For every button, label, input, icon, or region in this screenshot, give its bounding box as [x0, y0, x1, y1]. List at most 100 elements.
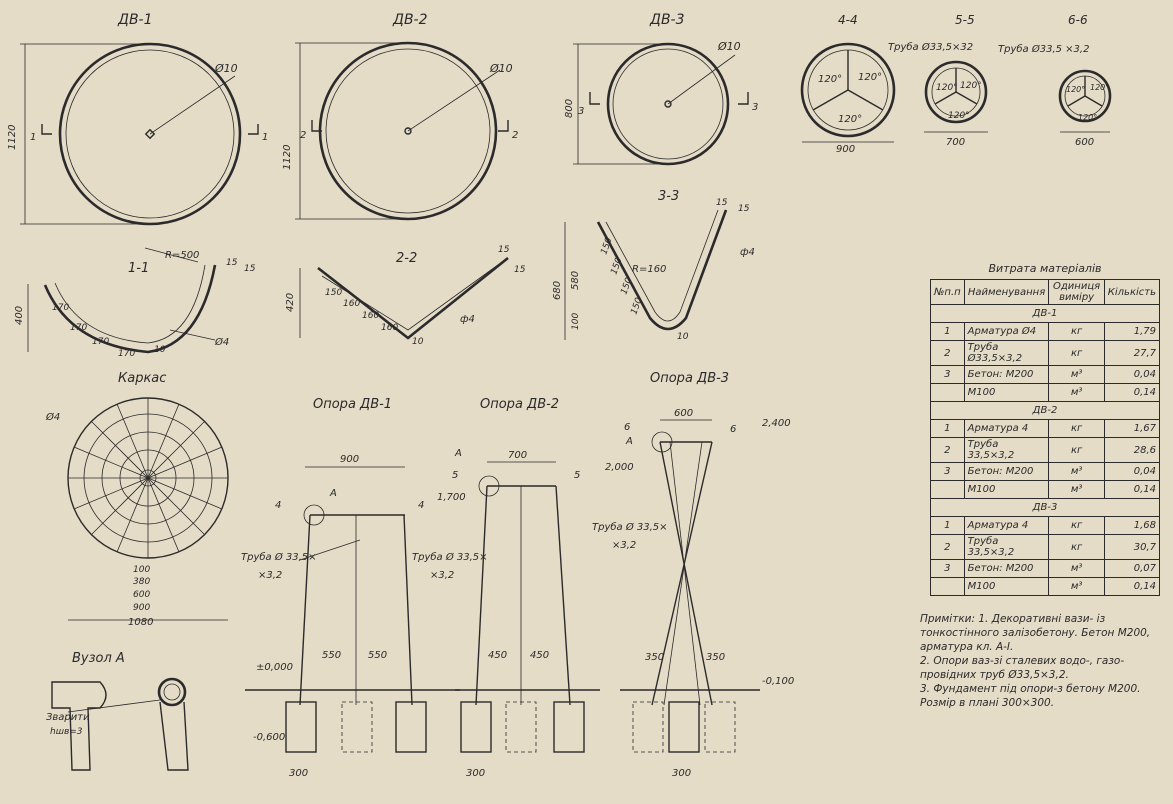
opora3-e100: -0,100	[762, 676, 794, 687]
section-22: 2-2 420 150 160 160 160 15 15 10 ф4	[285, 245, 526, 347]
section-44: 4-4 120° 120° 120° 900	[800, 13, 896, 155]
s22-160b: 160	[362, 311, 379, 321]
dv1-dim-1120: 1120	[7, 125, 18, 150]
table-cell: кг	[1048, 322, 1105, 341]
table-cell: 3	[930, 365, 965, 384]
karkas-900: 900	[133, 603, 150, 613]
label-s55: 5-5	[955, 13, 975, 27]
materials-table-title: Витрата матеріалів	[988, 262, 1102, 275]
karkas-1080: 1080	[128, 617, 153, 628]
table-header-row: №п.п Найменування Одиниця виміру Кількіс…	[930, 279, 1161, 305]
vuzol-weld-b: hшв=3	[50, 727, 83, 737]
opora2-2000: 2,000	[605, 462, 634, 473]
label-vuzol: Вузол А	[72, 651, 125, 666]
karkas-d4: Ø4	[45, 411, 60, 423]
opora2-5b: 5	[574, 470, 580, 481]
s55-a2: 120°	[960, 81, 982, 91]
opora1-550b: 550	[368, 650, 387, 661]
opora3-2400: 2,400	[762, 418, 791, 429]
table-cell: Арматура Ø4	[963, 322, 1050, 341]
opora1-550a: 550	[322, 650, 341, 661]
opora3-600: 600	[674, 408, 693, 419]
s66-a1: 120°	[1066, 85, 1085, 94]
table-group-row: ДВ-1	[930, 304, 1160, 323]
table-cell: м³	[1048, 559, 1105, 578]
table-cell: м³	[1048, 383, 1105, 402]
s66-a3: 120°	[1078, 113, 1097, 122]
s11-d15b: 15	[244, 264, 256, 274]
table-cell: Труба 33,5×3,2	[963, 437, 1050, 463]
s33-15a: 15	[716, 198, 728, 208]
label-dv3: ДВ-3	[649, 12, 685, 28]
s11-d15a: 15	[226, 258, 238, 268]
s11-r500: R=500	[165, 250, 199, 261]
karkas-100: 100	[133, 565, 150, 575]
notes-block: Примітки: 1. Декоративні вази- із тонкос…	[920, 612, 1160, 710]
opora1-1700: 1,700	[437, 492, 466, 503]
table-cell: Труба Ø33,5×3,2	[963, 340, 1050, 366]
note-3: 3. Фундамент під опори-з бетону М200. Ро…	[920, 683, 1144, 709]
table-cell: кг	[1048, 437, 1105, 463]
s33-d4: ф4	[740, 247, 755, 258]
opora1-4a: 4	[275, 500, 281, 511]
plan-dv3: ДВ-3 Ø10 800 3 3	[564, 12, 758, 166]
opora1-4b: 4	[418, 500, 424, 511]
opora2-450a: 450	[488, 650, 507, 661]
table-cell: м³	[1048, 365, 1105, 384]
materials-table-block: Витрата матеріалів №п.п Найменування Оди…	[930, 262, 1161, 596]
table-cell: М100	[963, 577, 1050, 596]
table-cell: 2	[930, 437, 965, 463]
label-s66: 6-6	[1068, 13, 1088, 27]
section-55: 5-5 Труба Ø33,5×32 120° 120° 120° 700	[888, 13, 988, 148]
dv2-dim-d10: Ø10	[489, 62, 513, 75]
label-s33: 3-3	[658, 189, 679, 204]
s55-pipe: Труба Ø33,5×32	[888, 41, 973, 53]
table-cell	[930, 383, 965, 402]
opora1-pipe-a: Труба Ø 33,5×	[241, 551, 317, 563]
s11-d400: 400	[14, 306, 25, 325]
opora2-300: 300	[466, 768, 485, 779]
opora3-300: 300	[672, 768, 691, 779]
label-karkas: Каркас	[118, 371, 166, 386]
table-cell: Арматура 4	[963, 419, 1050, 438]
opora3-pipe-b: ×3,2	[612, 540, 636, 551]
table-cell: 28,6	[1103, 437, 1161, 463]
opora2-pipe-a: Труба Ø 33,5×	[412, 551, 488, 563]
table-cell: Арматура 4	[963, 516, 1050, 535]
table-cell: 1	[930, 322, 965, 341]
karkas: Каркас Ø4 100 380 600 900 1080	[45, 371, 229, 628]
table-cell: 27,7	[1103, 340, 1161, 366]
label-s11: 1-1	[128, 261, 149, 276]
table-cell: 0,14	[1103, 577, 1161, 596]
plan-dv2: ДВ-2 Ø10 1120 2 2	[282, 12, 518, 221]
vuzol-weld-a: Зварити	[46, 712, 90, 723]
dv3-dim-d10: Ø10	[717, 40, 741, 53]
opora-dv2: Опора ДВ-2 700 А 5 5 2,000 Труба Ø 33,5×…	[412, 397, 634, 779]
table-cell: 1	[930, 516, 965, 535]
s33-d100: 100	[571, 313, 581, 330]
table-cell: 1,79	[1103, 322, 1161, 341]
s66-a2: 120°	[1090, 83, 1109, 92]
s44-a2: 120°	[858, 72, 882, 83]
dv1-dim-d10: Ø10	[214, 62, 238, 75]
header-unit: Одиниця виміру	[1048, 279, 1105, 305]
table-cell: 1	[930, 419, 965, 438]
s44-a1: 120°	[818, 74, 842, 85]
s11-170c: 170	[92, 337, 109, 347]
dv2-cut-2b: 2	[512, 130, 518, 141]
table-cell: кг	[1048, 340, 1105, 366]
karkas-600: 600	[133, 590, 150, 600]
header-no: №п.п	[930, 279, 965, 305]
opora2-5a: 5	[452, 470, 458, 481]
section-11: 1-1 400 R=500 15 15 170 170 170 170 10 Ø…	[14, 247, 256, 359]
table-cell: Бетон: М200	[963, 559, 1050, 578]
s55-d700: 700	[946, 137, 965, 148]
s22-160c: 160	[381, 323, 398, 333]
section-33: 3-3 680 580 100 150 150 150 150 R=160 ф4…	[552, 189, 755, 342]
table-cell: 2	[930, 340, 965, 366]
opora1-A: А	[329, 488, 337, 499]
